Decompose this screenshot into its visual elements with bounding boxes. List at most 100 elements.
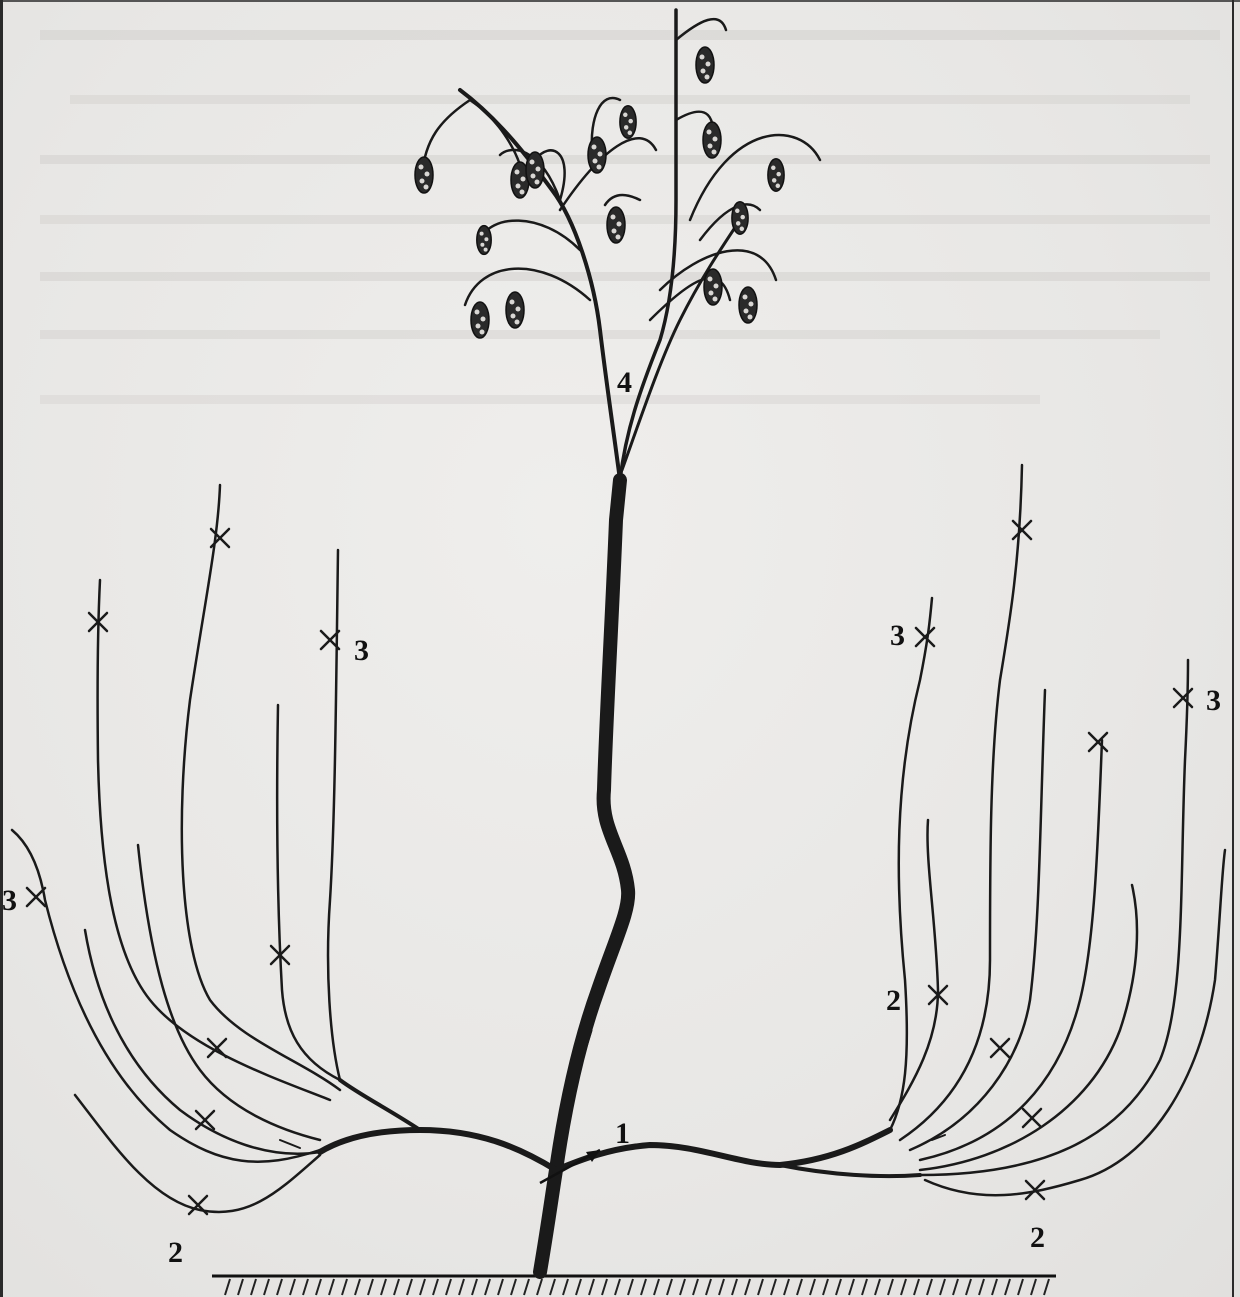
label-2-right: 2 xyxy=(1030,1221,1045,1254)
ground-hatch-mark xyxy=(589,1279,594,1295)
ground-hatch-mark xyxy=(927,1279,932,1295)
ground-hatch-mark xyxy=(940,1279,945,1295)
ground-hatch-mark xyxy=(979,1279,984,1295)
ground-hatch-mark xyxy=(641,1279,646,1295)
ground-hatch-mark xyxy=(524,1279,529,1295)
cut-mark xyxy=(27,888,45,906)
ground-hatch-mark xyxy=(745,1279,750,1295)
trunk-thick-lower xyxy=(556,1030,588,1170)
ground-hatch-mark xyxy=(576,1279,581,1295)
ground-hatch-mark xyxy=(875,1279,880,1295)
ground-hatch-mark xyxy=(693,1279,698,1295)
ground-hatch-mark xyxy=(849,1279,854,1295)
ground-hatch-mark xyxy=(953,1279,958,1295)
grape-cluster-icon xyxy=(696,47,714,83)
ground-hatch-mark xyxy=(914,1279,919,1295)
ground-hatch-mark xyxy=(420,1279,425,1295)
label-4: 4 xyxy=(617,366,632,399)
ground-hatch-mark xyxy=(888,1279,893,1295)
grape-cluster-icon xyxy=(620,106,636,138)
fruiting-cane-4 xyxy=(415,10,820,480)
ground-hatch-mark xyxy=(862,1279,867,1295)
cut-mark xyxy=(916,628,934,646)
ground-hatch-mark xyxy=(810,1279,815,1295)
label-3-right-inner: 3 xyxy=(890,619,905,652)
ground-hatch-mark xyxy=(836,1279,841,1295)
left-cordon-arm xyxy=(12,485,556,1212)
grape-cluster-icon xyxy=(506,292,524,328)
label-2-right-mid: 2 xyxy=(886,984,901,1017)
ground-hatch-mark xyxy=(381,1279,386,1295)
ground-hatch-mark xyxy=(1031,1279,1036,1295)
label-3-left: 3 xyxy=(354,634,369,667)
cut-mark xyxy=(991,1039,1009,1057)
ground-hatch-mark xyxy=(329,1279,334,1295)
ground-hatch-mark xyxy=(667,1279,672,1295)
ground-hatch-mark xyxy=(1005,1279,1010,1295)
ground-hatch-mark xyxy=(615,1279,620,1295)
ground-hatch-mark xyxy=(654,1279,659,1295)
cut-mark xyxy=(1174,689,1192,707)
ground-hatch-mark xyxy=(355,1279,360,1295)
grape-cluster-icon xyxy=(471,302,489,338)
label-3-far-left: 3 xyxy=(2,884,17,917)
grape-cluster-icon xyxy=(768,159,784,191)
grape-cluster-icon xyxy=(526,152,544,188)
ground-hatch-mark xyxy=(303,1279,308,1295)
label-2-left: 2 xyxy=(168,1236,183,1269)
ground-hatch-mark xyxy=(706,1279,711,1295)
ground-hatch-mark xyxy=(719,1279,724,1295)
ground-hatch-mark xyxy=(316,1279,321,1295)
ground-hatch-mark xyxy=(290,1279,295,1295)
ground-hatch-mark xyxy=(394,1279,399,1295)
ground-hatch-mark xyxy=(732,1279,737,1295)
grape-cluster-icon xyxy=(607,207,625,243)
cut-mark xyxy=(1013,521,1031,539)
ground-hatch-mark xyxy=(459,1279,464,1295)
label-1: 1 xyxy=(615,1117,630,1150)
ground-hatch-mark xyxy=(225,1279,230,1295)
ground-hatch-mark xyxy=(550,1279,555,1295)
ground-hatch-mark xyxy=(628,1279,633,1295)
ground-hatch-mark xyxy=(511,1279,516,1295)
grape-cluster-icon xyxy=(739,287,757,323)
grape-cluster-icon xyxy=(732,202,748,234)
grape-cluster-icon xyxy=(415,157,433,193)
right-cordon-arm xyxy=(556,465,1225,1195)
ground-hatch-mark xyxy=(758,1279,763,1295)
ground-hatch-mark xyxy=(784,1279,789,1295)
cut-mark xyxy=(211,529,229,547)
ground-hatch-mark xyxy=(238,1279,243,1295)
bleed-through-texture xyxy=(40,30,1220,404)
ground-hatch-mark xyxy=(251,1279,256,1295)
ground-hatch-mark xyxy=(537,1279,542,1295)
grape-cluster-icon xyxy=(704,269,722,305)
ground-hatch-mark xyxy=(433,1279,438,1295)
cut-mark xyxy=(1089,733,1107,751)
cut-mark xyxy=(1023,1109,1041,1127)
ground-hatch-mark xyxy=(901,1279,906,1295)
ground-hatch-mark xyxy=(407,1279,412,1295)
ground-hatch-mark xyxy=(264,1279,269,1295)
ground-hatch-mark xyxy=(797,1279,802,1295)
ground-hatch-mark xyxy=(823,1279,828,1295)
ground-hatch-mark xyxy=(602,1279,607,1295)
ground-hatch-mark xyxy=(498,1279,503,1295)
label-3-right-outer: 3 xyxy=(1206,684,1221,717)
grape-cluster-icon xyxy=(477,226,491,255)
ground-hatch-mark xyxy=(446,1279,451,1295)
ground-hatch-mark xyxy=(472,1279,477,1295)
ground-hatch-mark xyxy=(485,1279,490,1295)
ground-hatch-mark xyxy=(1044,1279,1049,1295)
ground-hatch-mark xyxy=(680,1279,685,1295)
cut-mark xyxy=(189,1196,207,1214)
ground-hatch-mark xyxy=(277,1279,282,1295)
ground-hatch-mark xyxy=(966,1279,971,1295)
ground-hatch-mark xyxy=(992,1279,997,1295)
ground-hatch-mark xyxy=(563,1279,568,1295)
ground-hatch-mark xyxy=(771,1279,776,1295)
ground-line xyxy=(212,1276,1056,1295)
ground-hatch-mark xyxy=(368,1279,373,1295)
